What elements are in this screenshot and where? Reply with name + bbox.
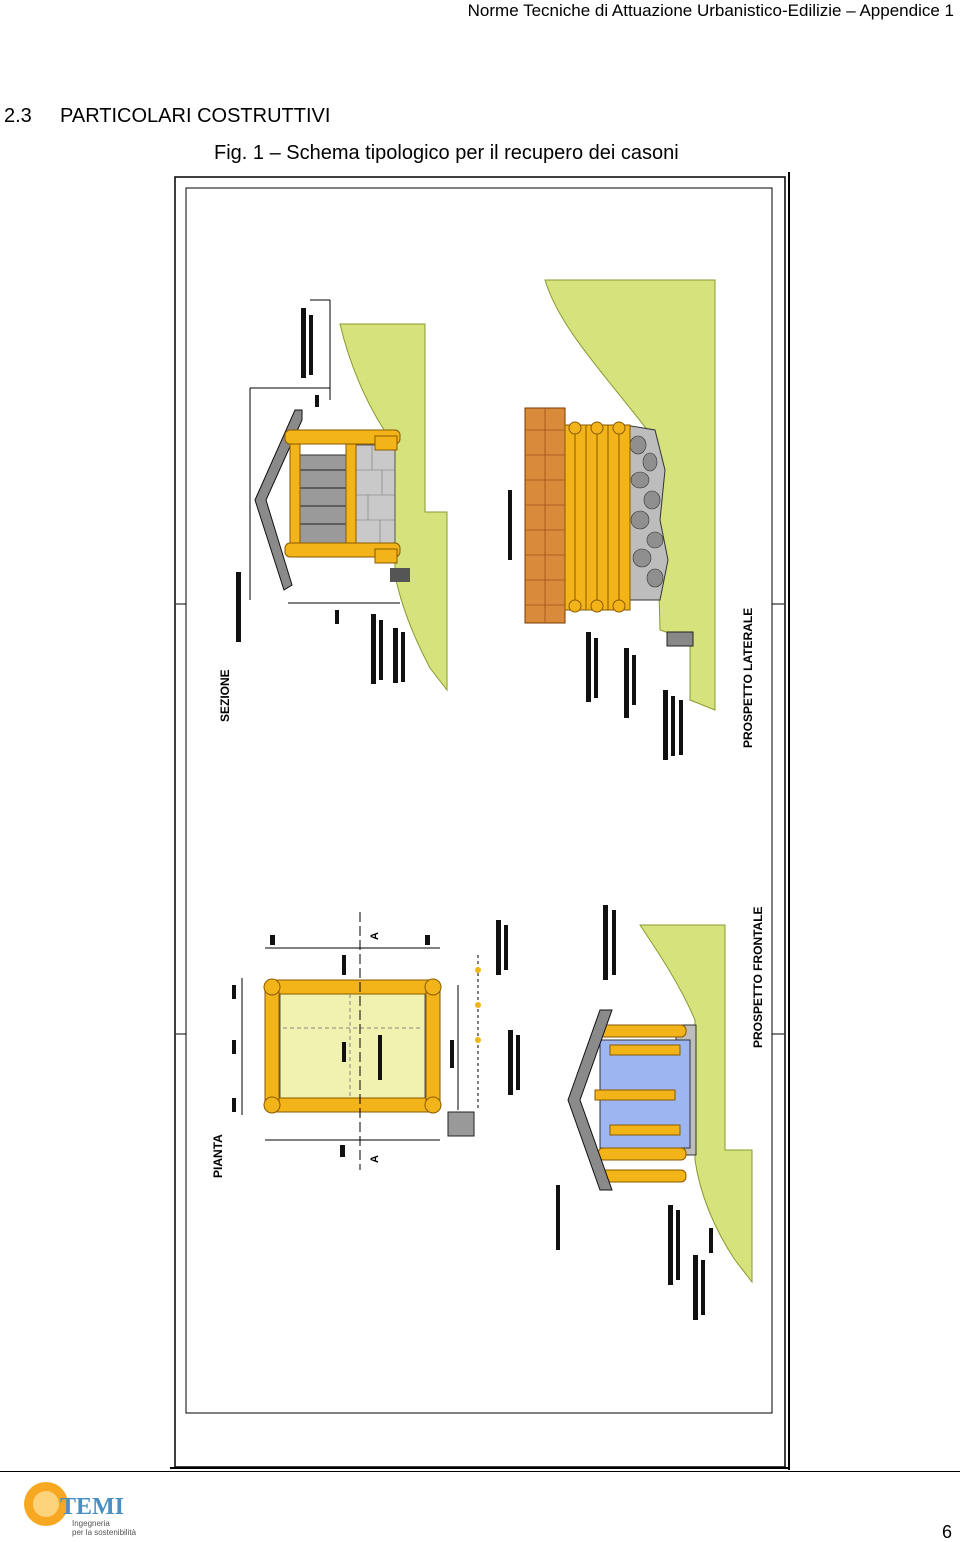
logo-text: TEMI bbox=[60, 1494, 124, 1520]
prospetto-laterale-view: PROSPETTO LATERALE bbox=[508, 279, 755, 760]
foundation bbox=[390, 568, 410, 582]
terrain-profile bbox=[544, 279, 716, 711]
pianta-view: A A PIANTA bbox=[211, 912, 520, 1178]
section-number: 2.3 bbox=[4, 105, 32, 127]
section-title: PARTICOLARI COSTRUTTIVI bbox=[60, 105, 331, 127]
temi-logo: TEMI Ingegneria per la sostenibilità bbox=[24, 1482, 137, 1537]
prospetto-laterale-label: PROSPETTO LATERALE bbox=[741, 608, 755, 748]
prospetto-frontale-view: PROSPETTO FRONTALE bbox=[556, 905, 765, 1320]
section-marker: A bbox=[369, 932, 381, 940]
figure-caption: Fig. 1 – Schema tipologico per il recupe… bbox=[214, 142, 679, 164]
running-header: Norme Tecniche di Attuazione Urbanistico… bbox=[467, 1, 954, 20]
footer-rule bbox=[0, 1471, 960, 1472]
stone-wall bbox=[354, 444, 396, 551]
prospetto-frontale-label: PROSPETTO FRONTALE bbox=[751, 906, 765, 1048]
section-heading: 2.3 PARTICOLARI COSTRUTTIVI bbox=[4, 104, 330, 128]
logo-tagline-line2: per la sostenibilità bbox=[72, 1528, 137, 1537]
sezione-view: SEZIONE bbox=[218, 299, 448, 722]
roof-gable bbox=[567, 1009, 613, 1191]
technical-drawing: SEZIONE bbox=[170, 172, 790, 1470]
pianta-label: PIANTA bbox=[211, 1134, 225, 1178]
stair-detail bbox=[447, 1111, 475, 1137]
logo-tagline-line1: Ingegneria bbox=[72, 1519, 110, 1528]
door-frame bbox=[666, 631, 694, 647]
section-marker: A bbox=[369, 1155, 381, 1163]
page-number: 6 bbox=[941, 1522, 952, 1542]
sezione-label: SEZIONE bbox=[218, 669, 232, 722]
floor-area bbox=[279, 989, 426, 1099]
drawing-inner-frame bbox=[185, 187, 773, 1414]
roof-section bbox=[254, 409, 303, 591]
